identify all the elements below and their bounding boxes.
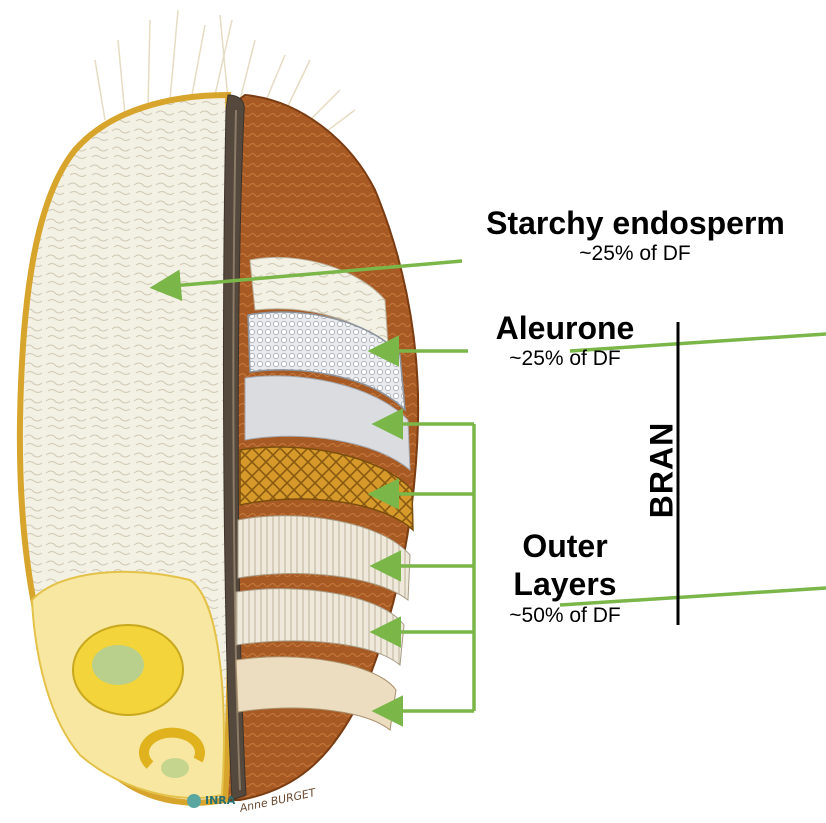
germ-scutellum	[92, 645, 144, 685]
outer-layers-title-line1: Outer	[480, 528, 650, 565]
starchy-endosperm-share: ~25% of DF	[520, 242, 750, 266]
inra-logo-icon	[187, 794, 201, 808]
credit-org: INRA	[205, 794, 235, 807]
bran-label: BRAN	[644, 420, 681, 520]
starchy-endosperm-title: Starchy endosperm	[453, 205, 818, 242]
image-credit: INRA Anne BURGET	[205, 794, 316, 807]
aleurone-title: Aleurone	[470, 310, 660, 347]
outer-layers-share: ~50% of DF	[470, 604, 660, 628]
outer-layers-title-line2: Layers	[480, 566, 650, 603]
aleurone-share: ~25% of DF	[470, 347, 660, 371]
